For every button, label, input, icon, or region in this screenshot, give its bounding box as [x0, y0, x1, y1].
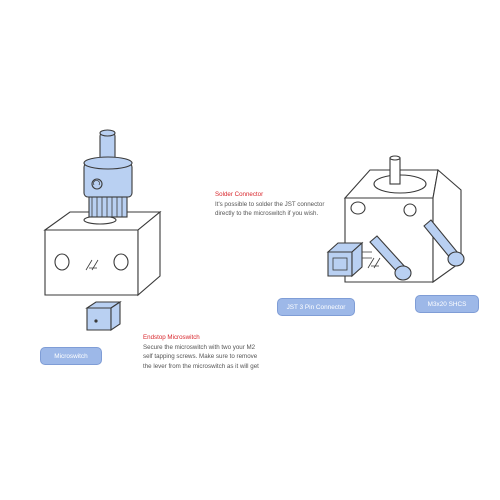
endstop-microswitch-title: Endstop Microswitch [143, 334, 200, 341]
jst-connector-part [326, 241, 372, 278]
microswitch-part-left [85, 300, 122, 332]
heater-block-left [43, 210, 162, 297]
right-assembly [326, 155, 465, 284]
solder-connector-note: Solder Connector It's possible to solder… [215, 190, 324, 219]
solder-connector-line-2: directly to the microswitch if you wish. [215, 210, 319, 218]
thermistor-sensor-left [83, 129, 133, 218]
endstop-microswitch-line-3: the lever from the microswitch as it wil… [143, 362, 259, 370]
endstop-microswitch-line-1: Secure the microswitch with two your M2 [143, 343, 256, 351]
jst-connector-label: JST 3 Pin Connector [277, 298, 355, 316]
m3x20-shcs-label: M3x20 SHCS [415, 295, 479, 313]
endstop-microswitch-note: Endstop Microswitch Secure the microswit… [143, 333, 259, 371]
left-assembly [43, 129, 162, 332]
solder-connector-line-1: It's possible to solder the JST connecto… [215, 200, 325, 208]
microswitch-label: Microswitch [40, 347, 102, 365]
endstop-microswitch-line-2: self tapping screws. Make sure to remove [143, 353, 258, 361]
m3-screw-2 [423, 219, 465, 267]
m3-screw-1 [369, 235, 412, 281]
solder-connector-title: Solder Connector [215, 191, 264, 198]
